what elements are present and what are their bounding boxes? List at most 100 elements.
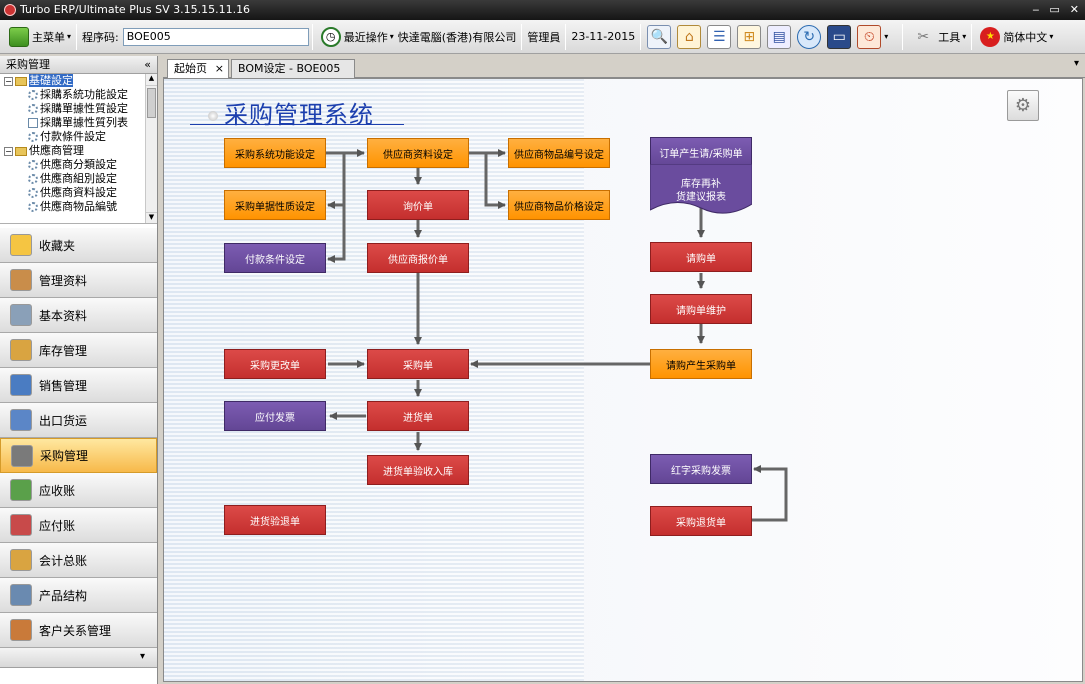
module-nav: 收藏夹管理资料基本资料库存管理销售管理出口货运采购管理应收账应付账会计总账产品结… bbox=[0, 228, 157, 668]
list-icon[interactable]: ☰ bbox=[707, 24, 732, 49]
nav-item[interactable]: 产品结构 bbox=[0, 578, 157, 613]
title-bar: Turbo ERP/Ultimate Plus SV 3.15.15.11.16… bbox=[0, 0, 1085, 20]
tree-item[interactable]: 付款條件設定 bbox=[0, 130, 157, 144]
flow-purchase-sys-settings[interactable]: 采购系统功能设定 bbox=[224, 138, 326, 168]
program-code-input[interactable] bbox=[122, 27, 309, 46]
left-panel: 采购管理 « −基礎設定採購系統功能設定採購單據性質設定採購單據性質列表付款條件… bbox=[0, 56, 158, 684]
nav-item-label: 会计总账 bbox=[39, 553, 88, 568]
clock-icon: ◷ bbox=[320, 26, 341, 47]
tree-item[interactable]: 採購系統功能設定 bbox=[0, 88, 157, 102]
replenish-report-shape[interactable] bbox=[650, 164, 752, 216]
scroll-down-icon[interactable]: ▼ bbox=[146, 212, 157, 223]
report-icon[interactable]: ▤ bbox=[767, 24, 792, 49]
flow-supplier-item-price-settings[interactable]: 供应商物品价格设定 bbox=[508, 190, 610, 220]
chevron-down-icon: ▾ bbox=[67, 32, 72, 41]
scroll-up-icon[interactable]: ▲ bbox=[146, 74, 157, 86]
star-icon bbox=[10, 234, 32, 256]
window-title: Turbo ERP/Ultimate Plus SV 3.15.15.11.16 bbox=[20, 3, 251, 16]
tools-menu-button[interactable]: ✂ 工具▾ bbox=[906, 25, 968, 49]
language-label: 简体中文 bbox=[1003, 30, 1048, 44]
nav-item[interactable]: 库存管理 bbox=[0, 333, 157, 368]
company-name[interactable]: 快達電腦(香港)有限公司 bbox=[397, 30, 517, 44]
tree-item[interactable]: −基礎設定 bbox=[0, 74, 157, 88]
tab-strip: 起始页 × BOM设定 - BOE005 ▾ bbox=[163, 58, 1085, 79]
maximize-button[interactable]: ▭ bbox=[1049, 3, 1060, 16]
toolbar-divider bbox=[640, 23, 642, 50]
tab-list-dropdown[interactable]: ▾ bbox=[1073, 58, 1079, 69]
nav-item[interactable]: 采购管理 bbox=[0, 438, 157, 473]
expand-toggle-icon[interactable]: − bbox=[4, 146, 13, 156]
toolbar-divider bbox=[565, 23, 567, 50]
gear-icon bbox=[28, 188, 38, 198]
nav-item[interactable]: 基本资料 bbox=[0, 298, 157, 333]
collapse-panel-button[interactable]: « bbox=[144, 58, 151, 71]
tree-item[interactable]: 採購單據性質設定 bbox=[0, 102, 157, 116]
expand-toggle-icon[interactable]: − bbox=[4, 76, 13, 86]
nav-item[interactable]: 管理资料 bbox=[0, 263, 157, 298]
nav-item[interactable]: 客户关系管理 bbox=[0, 613, 157, 648]
tree-item[interactable]: 供應商物品編號 bbox=[0, 200, 157, 214]
flow-purchase-order[interactable]: 采购单 bbox=[367, 349, 469, 379]
minimize-button[interactable]: ‒ bbox=[1032, 3, 1040, 16]
current-user: 管理員 bbox=[527, 30, 561, 44]
toolbar-divider bbox=[311, 23, 313, 50]
flow-goods-receipt[interactable]: 进货单 bbox=[367, 401, 469, 431]
flow-receipt-inspection-in[interactable]: 进货单验收入库 bbox=[367, 455, 469, 485]
language-menu-button[interactable]: ★ 简体中文▾ bbox=[975, 26, 1055, 47]
ledger-icon bbox=[10, 549, 32, 571]
nav-item[interactable]: 收藏夹 bbox=[0, 228, 157, 263]
app-logo-icon bbox=[4, 4, 16, 16]
tree-item[interactable]: 供應商資料設定 bbox=[0, 186, 157, 200]
flow-purchase-return[interactable]: 采购退货单 bbox=[650, 506, 752, 536]
flow-pr-to-po[interactable]: 请购产生采购单 bbox=[650, 349, 752, 379]
alarm-icon[interactable]: ⏲ bbox=[857, 24, 882, 49]
page-settings-button[interactable]: ⚙ bbox=[1007, 90, 1039, 121]
tree-scrollbar[interactable]: ▲ ▼ bbox=[145, 74, 157, 223]
toolbar-divider bbox=[521, 23, 523, 50]
stock-replenish-line2: 货建议报表 bbox=[676, 192, 726, 203]
chevron-down-icon[interactable]: ▾ bbox=[884, 32, 889, 41]
nav-item[interactable]: 应付账 bbox=[0, 508, 157, 543]
nav-item[interactable]: 销售管理 bbox=[0, 368, 157, 403]
flow-inspection-return[interactable]: 进货验退单 bbox=[224, 505, 326, 535]
flow-purchase-doc-type-settings[interactable]: 采购单据性质设定 bbox=[224, 190, 326, 220]
tree-item[interactable]: 供應商組別設定 bbox=[0, 172, 157, 186]
scroll-thumb[interactable] bbox=[147, 88, 156, 118]
flow-inquiry[interactable]: 询价单 bbox=[367, 190, 469, 220]
flow-order-request[interactable]: 订单产生请/采购单 bbox=[650, 137, 752, 167]
flow-payable-invoice[interactable]: 应付发票 bbox=[224, 401, 326, 431]
close-tab-icon[interactable]: × bbox=[214, 62, 224, 75]
close-window-button[interactable]: ✕ bbox=[1069, 3, 1079, 16]
recent-ops-button[interactable]: ◷ 最近操作▾ bbox=[316, 26, 396, 47]
nav-more-button[interactable]: ▾ bbox=[0, 648, 157, 668]
flow-supplier-item-code-settings[interactable]: 供应商物品编号设定 bbox=[508, 138, 610, 168]
stock-replenish-line1: 库存再补 bbox=[681, 179, 721, 190]
title-decoration-dot bbox=[208, 111, 218, 121]
nav-item-label: 收藏夹 bbox=[39, 238, 76, 253]
tab-start-page[interactable]: 起始页 × bbox=[167, 59, 229, 79]
tree-item[interactable]: 採購單據性質列表 bbox=[0, 116, 157, 130]
home-icon[interactable]: ⌂ bbox=[677, 24, 702, 49]
flow-payment-terms-settings[interactable]: 付款条件设定 bbox=[224, 243, 326, 273]
search-doc-icon[interactable]: 🔍 bbox=[647, 24, 672, 49]
nav-item[interactable]: 会计总账 bbox=[0, 543, 157, 578]
nav-item[interactable]: 应收账 bbox=[0, 473, 157, 508]
monitor-icon[interactable]: ▭ bbox=[827, 24, 852, 49]
folder-icon bbox=[15, 76, 27, 86]
flow-supplier-quotation[interactable]: 供应商报价单 bbox=[367, 243, 469, 273]
tab-bom-settings[interactable]: BOM设定 - BOE005 bbox=[231, 59, 355, 78]
flow-purchase-request-maintain[interactable]: 请购单维护 bbox=[650, 294, 752, 324]
flow-supplier-data-settings[interactable]: 供应商资料设定 bbox=[367, 138, 469, 168]
flow-red-purchase-invoice[interactable]: 红字采购发票 bbox=[650, 454, 752, 484]
tree-item[interactable]: 供應商分類設定 bbox=[0, 158, 157, 172]
gear-icon bbox=[28, 160, 38, 170]
tree-icon[interactable]: ⊞ bbox=[737, 24, 762, 49]
flow-purchase-request[interactable]: 请购单 bbox=[650, 242, 752, 272]
boxes-icon bbox=[10, 339, 32, 361]
tree-item[interactable]: −供應商管理 bbox=[0, 144, 157, 158]
nav-item[interactable]: 出口货运 bbox=[0, 403, 157, 438]
refresh-icon[interactable]: ↻ bbox=[797, 24, 822, 49]
main-menu-button[interactable]: 主菜单▾ bbox=[4, 26, 73, 47]
nav-item-label: 应付账 bbox=[39, 518, 76, 533]
flow-purchase-change-order[interactable]: 采购更改单 bbox=[224, 349, 326, 379]
